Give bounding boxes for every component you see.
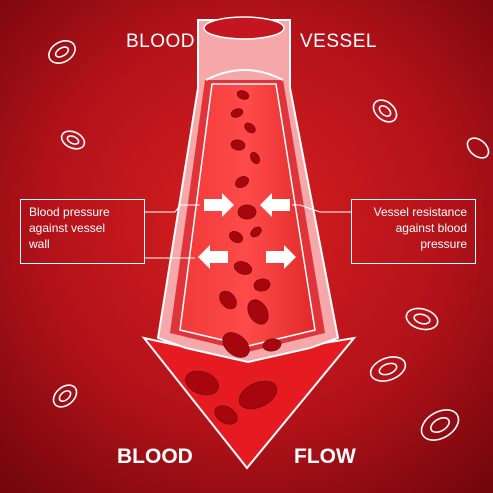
blood-cell-icon xyxy=(244,122,256,134)
blood-cell-icon xyxy=(233,261,253,275)
outline-cell-icon xyxy=(405,307,439,331)
blood-cell-icon xyxy=(214,405,238,425)
blood-cell-icon xyxy=(219,290,237,310)
callout-vessel-resistance: Vessel resistance against blood pressure xyxy=(351,199,476,264)
arrow-left-icon xyxy=(260,193,290,217)
outline-cell-icon xyxy=(369,356,407,382)
blood-cell-icon xyxy=(253,278,271,292)
left-callout-line xyxy=(145,204,200,213)
callout-line: pressure xyxy=(420,237,467,251)
blood-cells xyxy=(185,90,282,425)
title-vessel: VESSEL xyxy=(300,31,377,52)
blood-cell-icon xyxy=(229,231,243,243)
outline-cell-icon xyxy=(372,99,398,123)
callout-line: against vessel xyxy=(29,221,106,235)
blood-cell-icon xyxy=(185,370,219,396)
blood-cell-icon xyxy=(236,90,250,100)
pressure-arrows xyxy=(198,193,296,269)
outline-cell-icon xyxy=(420,409,460,441)
right-callout-line xyxy=(292,204,351,213)
vessel-top-opening xyxy=(203,16,285,40)
blood-cell-icon xyxy=(230,139,246,151)
blood-cell-icon xyxy=(250,226,262,238)
blood-cell-icon xyxy=(222,332,250,358)
blood-cell-icon xyxy=(235,176,249,188)
outline-cell-icon xyxy=(466,137,490,159)
title-blood: BLOOD xyxy=(126,31,196,52)
callout-line: Vessel resistance xyxy=(373,205,467,219)
arrow-left-icon xyxy=(198,245,228,269)
outline-cell-icon xyxy=(48,40,76,64)
blood-cell-icon xyxy=(250,152,260,164)
outline-cell-icon xyxy=(60,130,86,150)
blood-cell-icon xyxy=(238,380,278,410)
arrow-right-icon xyxy=(204,193,234,217)
callout-line: against blood xyxy=(395,221,467,235)
callout-blood-pressure: Blood pressure against vessel wall xyxy=(20,199,145,264)
callout-line: Blood pressure xyxy=(29,205,110,219)
vessel-rim xyxy=(205,69,284,81)
label-blood: BLOOD xyxy=(117,445,193,468)
outline-cell-icon xyxy=(52,384,78,408)
blood-cell-icon xyxy=(247,299,269,325)
background-cells xyxy=(48,40,490,441)
callout-line: wall xyxy=(29,237,50,251)
blood-cell-icon xyxy=(237,204,257,220)
label-flow: FLOW xyxy=(294,445,356,468)
callout-lines xyxy=(145,204,351,259)
arrow-right-icon xyxy=(266,245,296,269)
blood-cell-icon xyxy=(230,108,244,118)
